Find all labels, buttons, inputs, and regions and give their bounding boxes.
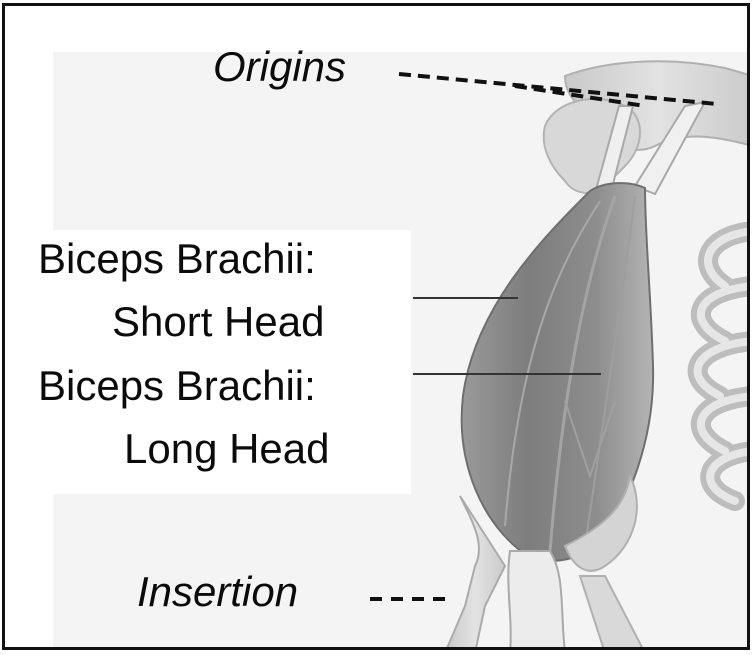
- long-head-label-line2: Long Head: [124, 428, 330, 470]
- short-head-label-line2: Short Head: [112, 301, 324, 343]
- origins-label: Origins: [213, 46, 346, 88]
- insertion-label: Insertion: [137, 571, 298, 613]
- long-head-label-line1: Biceps Brachii:: [38, 365, 316, 407]
- diagram-frame: Origins Biceps Brachii: Short Head Bicep…: [2, 3, 750, 650]
- short-head-label-line1: Biceps Brachii:: [38, 238, 316, 280]
- shoulder-bones: [544, 61, 750, 194]
